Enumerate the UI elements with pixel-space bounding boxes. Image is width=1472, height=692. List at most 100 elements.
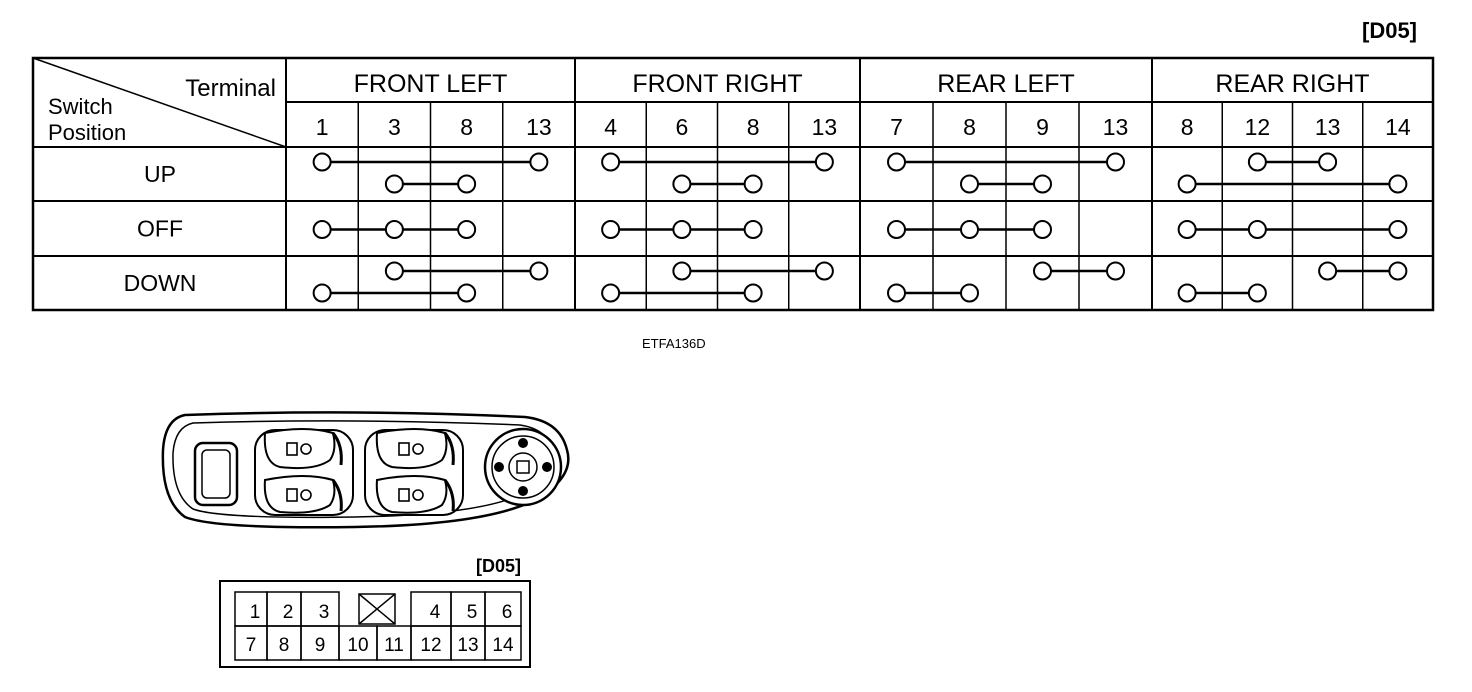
terminal-node	[1177, 220, 1197, 239]
terminal-node	[457, 283, 477, 303]
terminal-node	[672, 220, 692, 239]
connector-pin-cell	[484, 625, 522, 661]
x-cross-line	[358, 593, 396, 625]
position-label: Position	[48, 120, 126, 145]
group-header: REAR LEFT	[937, 70, 1075, 98]
terminal-node	[672, 261, 692, 281]
connector-pin-number: 9	[315, 635, 326, 656]
terminal-number: 8	[1181, 114, 1194, 140]
terminal-node	[601, 152, 621, 172]
connector-pin-number: 1	[250, 602, 261, 623]
switch-position-label: OFF	[137, 216, 183, 242]
terminal-node	[457, 174, 477, 194]
power-window-switch-icon	[161, 411, 570, 529]
terminal-node	[814, 261, 834, 281]
terminal-node	[960, 220, 979, 239]
connector-pin-number: 11	[384, 635, 404, 656]
window-button-front-right	[375, 428, 455, 470]
terminal-node	[1318, 152, 1338, 172]
terminal-node	[887, 152, 906, 172]
terminal-node	[743, 283, 763, 303]
terminal-number: 12	[1245, 114, 1271, 140]
terminal-node	[887, 283, 906, 303]
terminal-node	[384, 261, 404, 281]
terminal-node	[1318, 261, 1338, 281]
lock-button-inner	[201, 449, 231, 499]
terminal-node	[1388, 174, 1408, 194]
terminal-node	[529, 152, 549, 172]
header-diagonal	[32, 57, 287, 148]
switch-body-inner	[172, 420, 555, 519]
terminal-node	[887, 220, 906, 239]
group-header: FRONT LEFT	[354, 70, 508, 98]
terminal-node	[1247, 283, 1267, 303]
switch-position-label: DOWN	[124, 270, 197, 296]
terminal-number: 13	[526, 114, 552, 140]
terminal-number: 4	[604, 114, 617, 140]
connector-pin-number: 13	[457, 635, 478, 656]
figure-code: ETFA136D	[642, 336, 706, 351]
connector-pin-number: 10	[347, 635, 368, 656]
terminal-number: 7	[890, 114, 903, 140]
connector-pin-number: 14	[492, 635, 514, 656]
terminal-node	[457, 220, 477, 239]
connector-pin-number: 7	[246, 635, 257, 656]
terminal-number: 14	[1385, 114, 1411, 140]
window-button-front-left	[263, 428, 343, 470]
terminal-node	[1106, 261, 1125, 281]
terminal-number: 9	[1036, 114, 1049, 140]
terminal-node	[672, 174, 692, 194]
terminal-node	[312, 152, 332, 172]
mirror-control-icon	[483, 427, 563, 507]
terminal-node	[960, 174, 979, 194]
connector-pin-number: 8	[279, 635, 290, 656]
lock-button-icon	[193, 441, 239, 507]
terminal-node	[1106, 152, 1125, 172]
terminal-number: 13	[1315, 114, 1341, 140]
terminal-node	[1388, 220, 1408, 239]
terminal-node	[814, 152, 834, 172]
terminal-node	[1033, 261, 1052, 281]
terminal-node	[384, 174, 404, 194]
terminal-node	[1388, 261, 1408, 281]
group-header: REAR RIGHT	[1215, 70, 1369, 98]
terminal-number: 13	[812, 114, 838, 140]
terminal-node	[960, 283, 979, 303]
terminal-node	[1247, 152, 1267, 172]
terminal-number: 8	[963, 114, 976, 140]
terminal-number: 3	[388, 114, 401, 140]
terminal-number: 6	[675, 114, 688, 140]
connector-pin-number: 12	[420, 635, 441, 656]
x-cross-icon	[358, 593, 396, 625]
terminal-node	[529, 261, 549, 281]
connector-code: [D05]	[476, 556, 522, 576]
window-button-rear-left	[263, 475, 343, 514]
connector-pin-number: 3	[319, 602, 330, 623]
terminal-number: 1	[316, 114, 329, 140]
window-button-rear-right	[375, 475, 455, 514]
terminal-number: 8	[460, 114, 473, 140]
switch-label: Switch	[48, 94, 113, 119]
connector-pin-number: 6	[502, 602, 513, 623]
terminal-node	[743, 220, 763, 239]
terminal-number: 13	[1103, 114, 1129, 140]
terminal-node	[1177, 283, 1197, 303]
terminal-node	[601, 220, 621, 239]
diagram-code: [D05]	[1362, 18, 1418, 43]
terminal-number: 8	[747, 114, 760, 140]
terminal-node	[312, 283, 332, 303]
switch-position-label: UP	[144, 161, 176, 187]
connector-pin-number: 4	[430, 602, 441, 623]
terminal-node	[1033, 220, 1052, 239]
connector-pin-number: 5	[467, 602, 478, 623]
connector-pin-number: 2	[283, 602, 294, 623]
terminal-node	[743, 174, 763, 194]
terminal-node	[1033, 174, 1052, 194]
terminal-node	[601, 283, 621, 303]
terminal-node	[312, 220, 332, 239]
terminal-node	[384, 220, 404, 239]
terminal-label: Terminal	[185, 75, 276, 102]
